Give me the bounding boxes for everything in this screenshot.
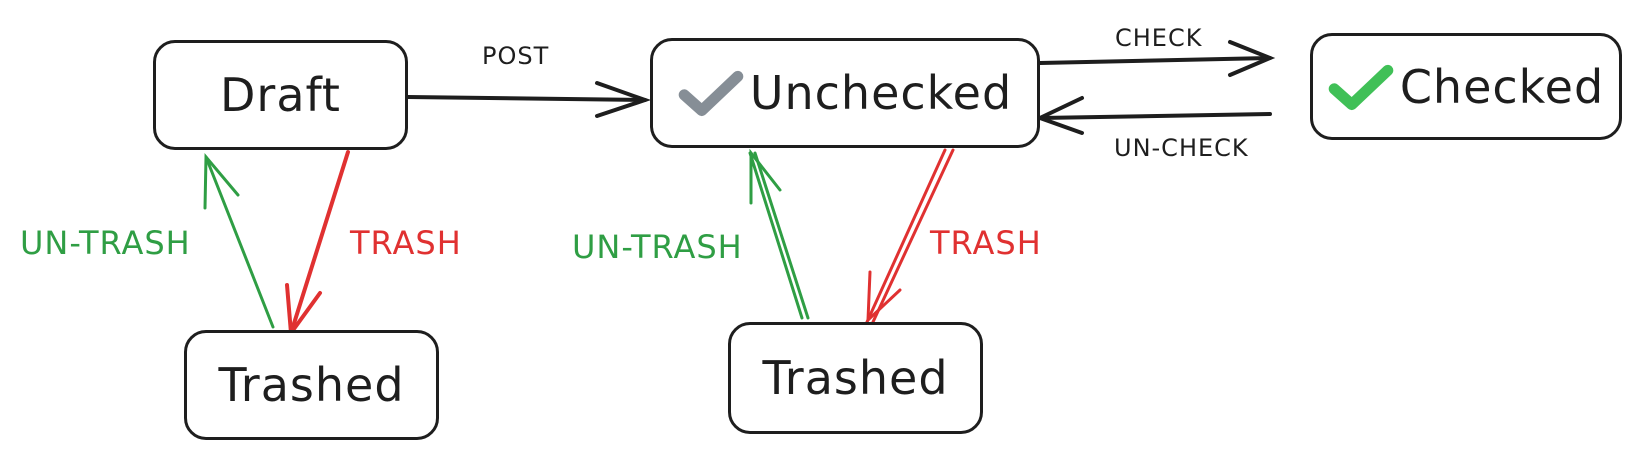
node-unchecked[interactable]: Unchecked (650, 38, 1040, 148)
edge-label-untrash-left: UN-TRASH (20, 224, 191, 262)
edge-label-uncheck: UN-CHECK (1114, 134, 1249, 162)
node-trashed-right[interactable]: Trashed (728, 322, 983, 434)
edge-trash-right-arrow (865, 148, 955, 324)
checkmark-gray-icon (678, 70, 744, 117)
edge-label-trash-right: TRASH (930, 224, 1042, 262)
edge-label-post: POST (482, 42, 550, 70)
node-trashed-left-label: Trashed (218, 358, 405, 412)
edge-label-untrash-right: UN-TRASH (572, 228, 743, 266)
edge-uncheck-arrow (1034, 96, 1272, 135)
edge-check-arrow (1038, 40, 1276, 77)
edge-untrash-left-arrow (203, 152, 275, 329)
node-draft[interactable]: Draft (153, 40, 408, 150)
edge-post-arrow (406, 81, 652, 118)
node-checked[interactable]: Checked (1310, 33, 1622, 140)
node-trashed-right-label: Trashed (762, 351, 949, 405)
edge-trash-left-arrow (285, 150, 350, 339)
edge-label-check: CHECK (1115, 24, 1203, 52)
edge-untrash-right-arrow (748, 148, 810, 320)
node-trashed-left[interactable]: Trashed (184, 330, 439, 440)
node-checked-label: Checked (1399, 59, 1605, 114)
node-draft-label: Draft (220, 68, 341, 122)
node-unchecked-label: Unchecked (749, 66, 1013, 120)
edge-label-trash-left: TRASH (350, 224, 462, 262)
checkmark-green-icon (1328, 64, 1394, 110)
